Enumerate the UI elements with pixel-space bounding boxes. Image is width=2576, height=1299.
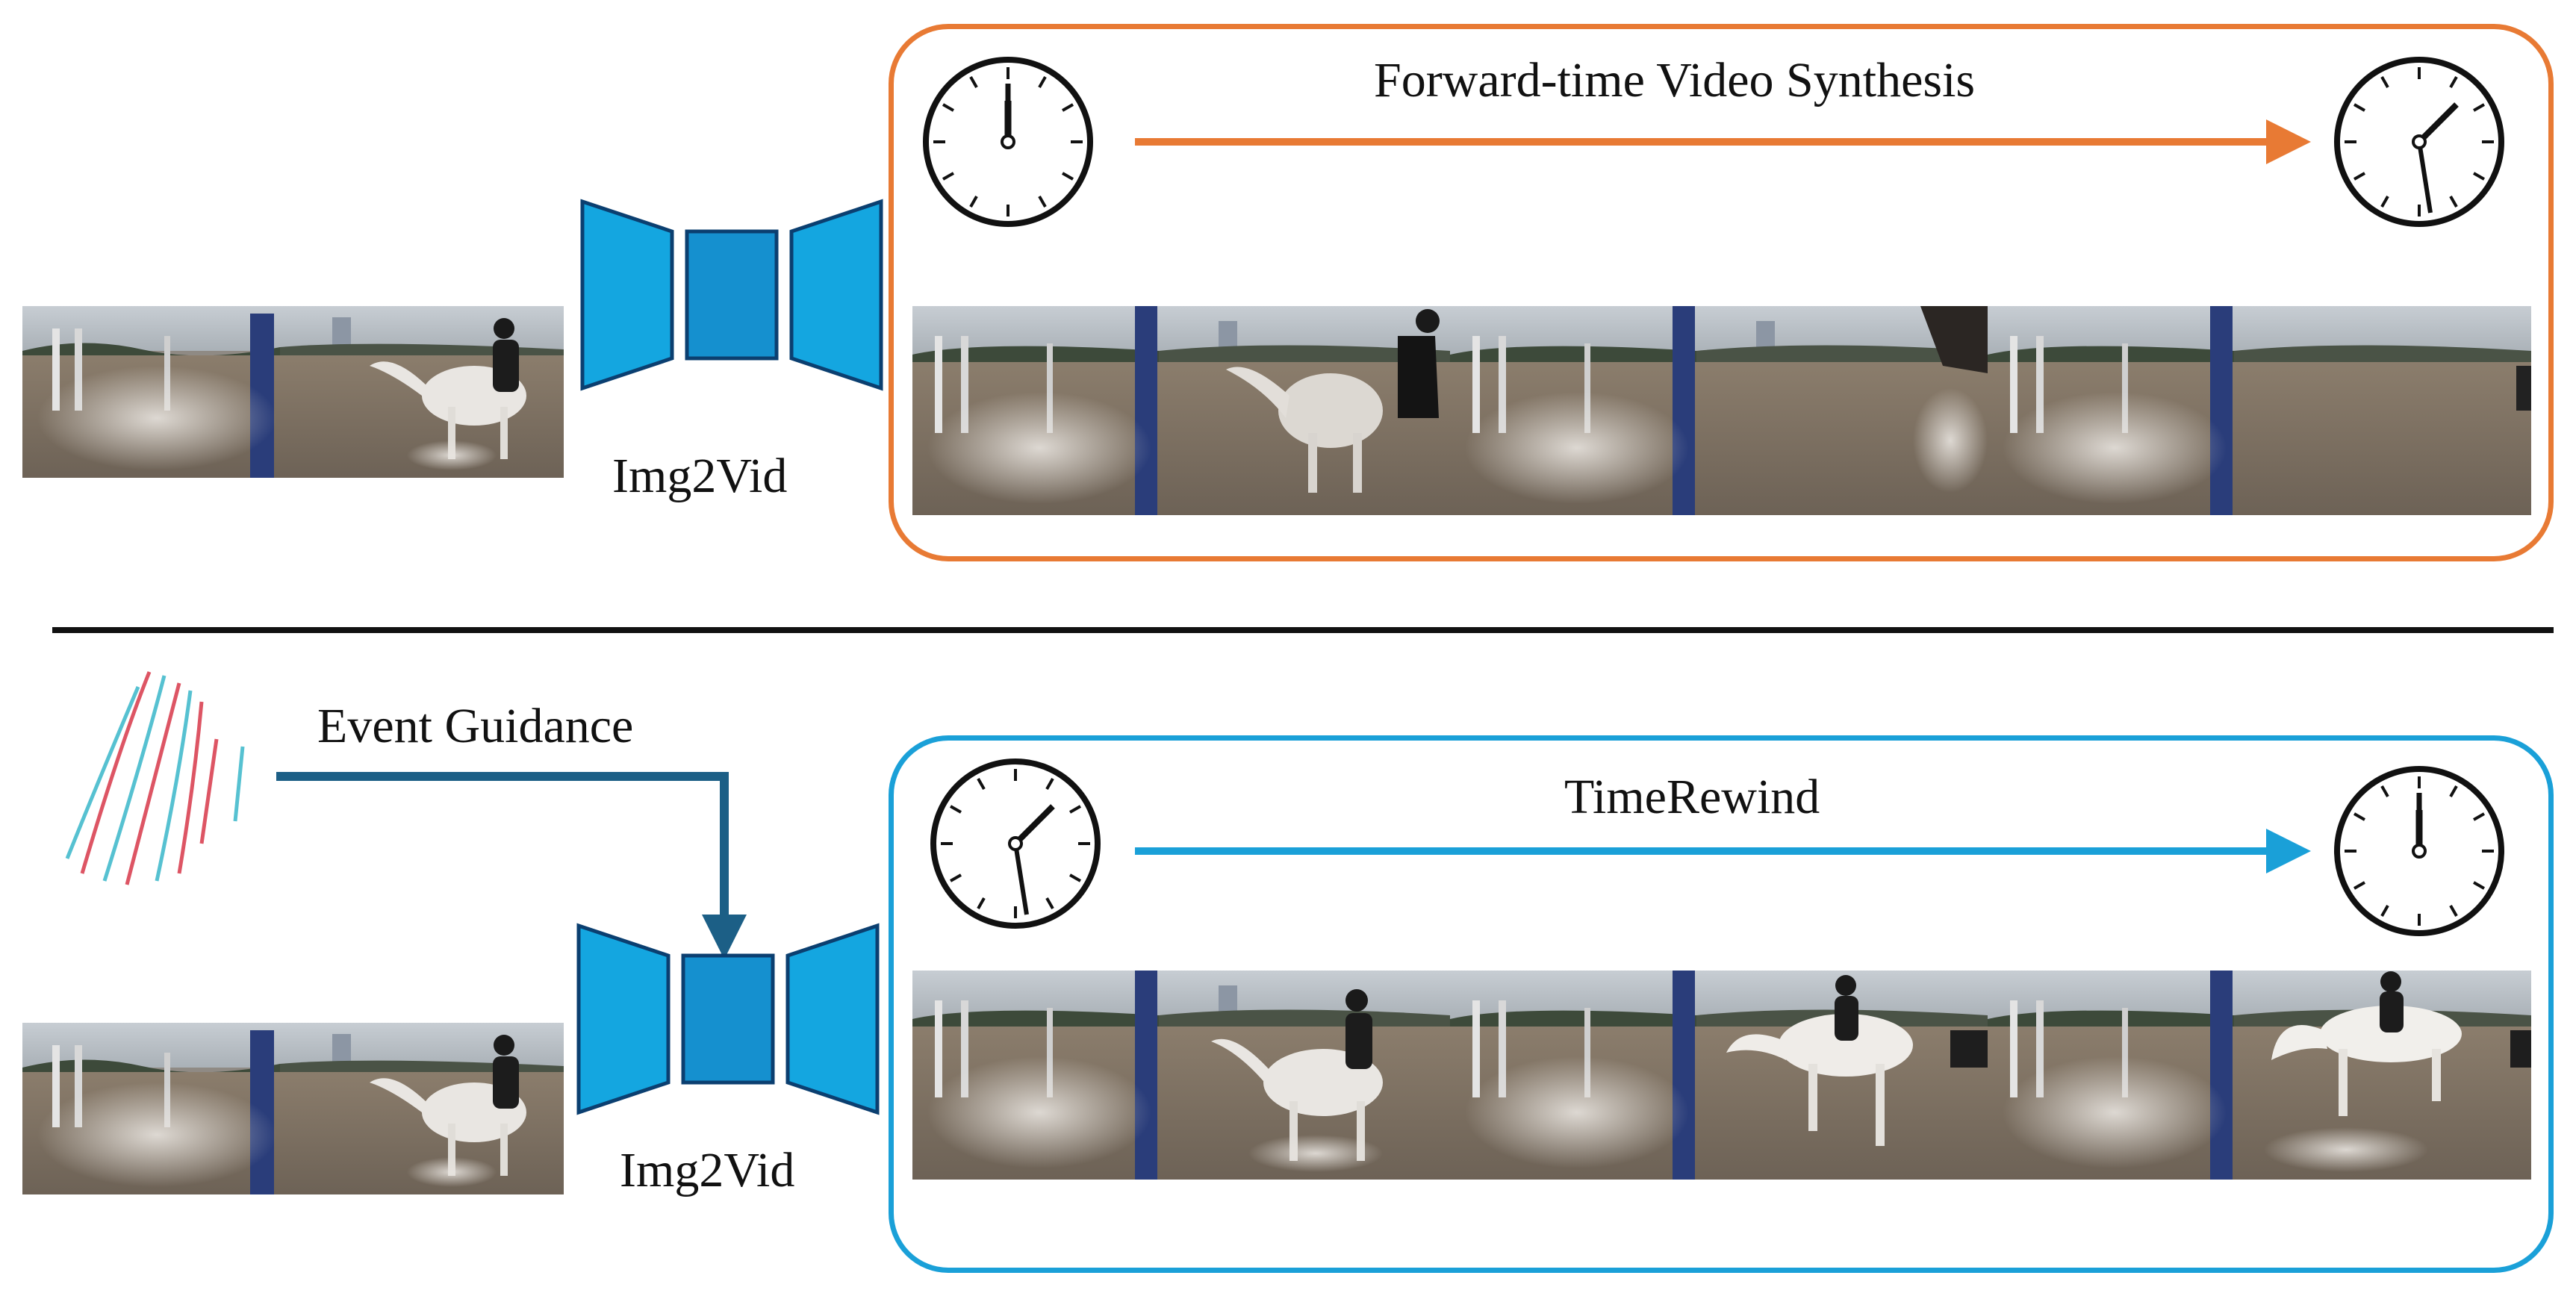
output-frame-horse-rider-jump xyxy=(1696,971,1988,1180)
event-guidance-arrow xyxy=(276,772,747,959)
event-guidance-label: Event Guidance xyxy=(317,699,634,753)
output-frame-horse-gone xyxy=(1696,306,1988,515)
output-frame-dust xyxy=(1988,971,2234,1180)
input-frame-horse-rider xyxy=(280,306,564,478)
output-frame-horse-rider-leap xyxy=(2234,971,2531,1180)
forward-time-arrow xyxy=(1135,119,2311,164)
output-frame-dust xyxy=(1988,306,2234,515)
output-frame-dust xyxy=(1450,306,1696,515)
img2vid-model-icon xyxy=(580,199,883,391)
input-frame-dust xyxy=(22,306,280,478)
timerewind-title: TimeRewind xyxy=(1564,770,1820,824)
clock-icon xyxy=(2334,57,2504,227)
img2vid-label-top: Img2Vid xyxy=(612,449,788,503)
img2vid-model-icon xyxy=(576,923,880,1115)
timerewind-panel xyxy=(889,735,2554,1273)
section-divider xyxy=(52,627,2554,633)
output-frame-dust xyxy=(1450,971,1696,1180)
input-frame-horse-rider xyxy=(280,1023,564,1194)
output-frame-horse-rider xyxy=(1159,971,1450,1180)
output-frame-dust xyxy=(912,971,1159,1180)
clock-icon xyxy=(2334,766,2504,936)
output-frame-empty-arena xyxy=(2234,306,2531,515)
clock-icon xyxy=(930,758,1101,929)
forward-synthesis-title: Forward-time Video Synthesis xyxy=(1374,53,1976,108)
output-frame-dust xyxy=(912,306,1159,515)
clock-icon xyxy=(923,57,1093,227)
output-frame-horse-rider-blur xyxy=(1159,306,1450,515)
forward-synthesis-panel xyxy=(889,24,2554,561)
input-frame-dust xyxy=(22,1023,280,1194)
event-stream-icon xyxy=(65,671,245,885)
rewind-time-arrow xyxy=(1135,829,2311,873)
img2vid-label-bottom: Img2Vid xyxy=(620,1143,795,1197)
